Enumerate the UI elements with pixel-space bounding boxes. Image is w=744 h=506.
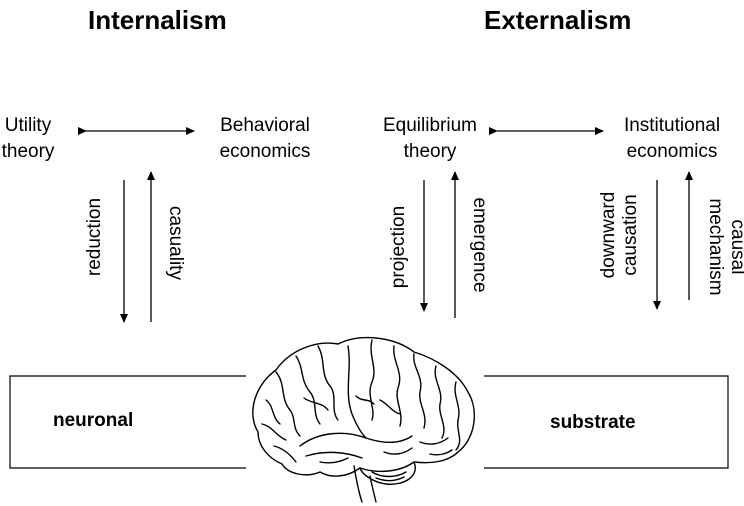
brain-icon xyxy=(252,336,475,503)
heading-internalism: Internalism xyxy=(88,5,227,35)
box-neuronal xyxy=(9,375,246,469)
node-utility-theory: Utility theory xyxy=(1,115,55,162)
label-neuronal: neuronal xyxy=(53,410,134,431)
label-emergence: emergence xyxy=(469,197,490,293)
node-behavioral-economics: Behavioral economics xyxy=(219,115,311,162)
label-projection: projection xyxy=(388,205,409,289)
label-casuality: casuality xyxy=(165,206,186,280)
label-causal-mechanism: causal mechanism xyxy=(705,198,744,296)
node-institutional-economics: Institutional economics xyxy=(623,115,721,162)
label-downward-causation: downward causation xyxy=(598,191,641,279)
node-equilibrium-theory: Equilibrium theory xyxy=(383,115,477,162)
heading-externalism: Externalism xyxy=(484,5,632,35)
box-substrate xyxy=(484,375,729,469)
label-reduction: reduction xyxy=(84,197,105,277)
label-substrate: substrate xyxy=(550,412,636,433)
